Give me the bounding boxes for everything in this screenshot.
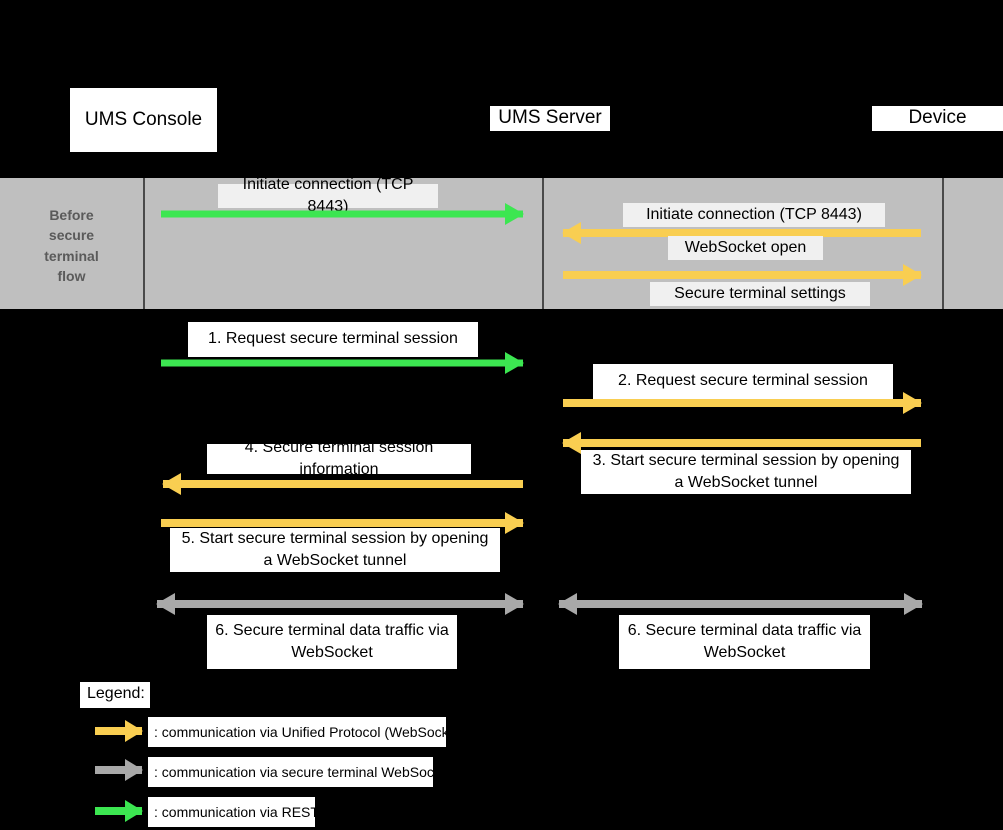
step-6-right-label: 6. Secure terminal data traffic via WebS… bbox=[619, 615, 870, 669]
band-message-label-initiate-connection-console: Initiate connection (TCP 8443) bbox=[218, 176, 438, 215]
actor-ums-server: UMS Server bbox=[490, 106, 610, 131]
arrow-shaft bbox=[95, 807, 142, 815]
band-divider-2 bbox=[542, 178, 544, 309]
phase-band-label: Before secure terminal flow bbox=[44, 207, 99, 284]
arrowhead-left-icon bbox=[562, 222, 581, 244]
actor-device-label: Device bbox=[908, 107, 967, 129]
arrow-shaft bbox=[95, 766, 142, 774]
arrow-shaft bbox=[559, 600, 922, 608]
arrow-shaft bbox=[157, 600, 523, 608]
legend-label-rest: : communication via REST bbox=[148, 797, 319, 827]
arrowhead-left-icon bbox=[562, 432, 581, 454]
arrowhead-right-icon bbox=[505, 352, 524, 374]
arrowhead-right-icon bbox=[903, 392, 922, 414]
band-divider-3 bbox=[942, 178, 944, 309]
arrowhead-right-icon bbox=[505, 593, 524, 615]
actor-ums-console-label: UMS Console bbox=[84, 108, 203, 130]
band-divider-1 bbox=[143, 178, 145, 309]
arrowhead-right-icon bbox=[125, 759, 143, 781]
actor-ums-console: UMS Console bbox=[70, 88, 217, 152]
actor-ums-server-label: UMS Server bbox=[498, 107, 602, 129]
step-5-label: 5. Start secure terminal session by open… bbox=[170, 528, 500, 572]
legend-title: Legend: bbox=[80, 682, 150, 708]
arrow-shaft bbox=[161, 359, 523, 367]
step-6-left-label: 6. Secure terminal data traffic via WebS… bbox=[207, 615, 457, 669]
band-message-label-secure-terminal-settings: Secure terminal settings bbox=[650, 282, 870, 306]
arrowhead-right-icon bbox=[903, 264, 922, 286]
actor-device: Device bbox=[872, 106, 1003, 131]
arrow-shaft bbox=[563, 271, 921, 279]
arrowhead-left-icon bbox=[558, 593, 577, 615]
arrow-shaft bbox=[563, 439, 921, 447]
step-4-label: 4. Secure terminal session information bbox=[207, 439, 471, 478]
step-1-label: 1. Request secure terminal session bbox=[188, 322, 478, 357]
arrowhead-right-icon bbox=[505, 203, 524, 225]
arrow-shaft bbox=[95, 727, 142, 735]
arrowhead-left-icon bbox=[162, 473, 181, 495]
arrow-shaft bbox=[563, 399, 921, 407]
arrow-shaft bbox=[163, 480, 523, 488]
legend-label-secure-terminal: : communication via secure terminal WebS… bbox=[148, 757, 453, 787]
band-message-label-initiate-connection-device: Initiate connection (TCP 8443) bbox=[623, 203, 885, 227]
legend-label-unified-protocol: : communication via Unified Protocol (We… bbox=[148, 717, 465, 747]
arrowhead-right-icon bbox=[505, 512, 524, 534]
arrowhead-right-icon bbox=[125, 800, 143, 822]
arrow-shaft bbox=[563, 229, 921, 237]
arrow-shaft bbox=[161, 519, 523, 527]
step-3-label: 3. Start secure terminal session by open… bbox=[581, 450, 911, 494]
arrowhead-right-icon bbox=[904, 593, 923, 615]
step-2-label: 2. Request secure terminal session bbox=[593, 364, 893, 399]
arrowhead-left-icon bbox=[156, 593, 175, 615]
arrowhead-right-icon bbox=[125, 720, 143, 742]
band-message-label-websocket-open: WebSocket open bbox=[668, 236, 823, 260]
arrow-shaft bbox=[161, 210, 523, 218]
